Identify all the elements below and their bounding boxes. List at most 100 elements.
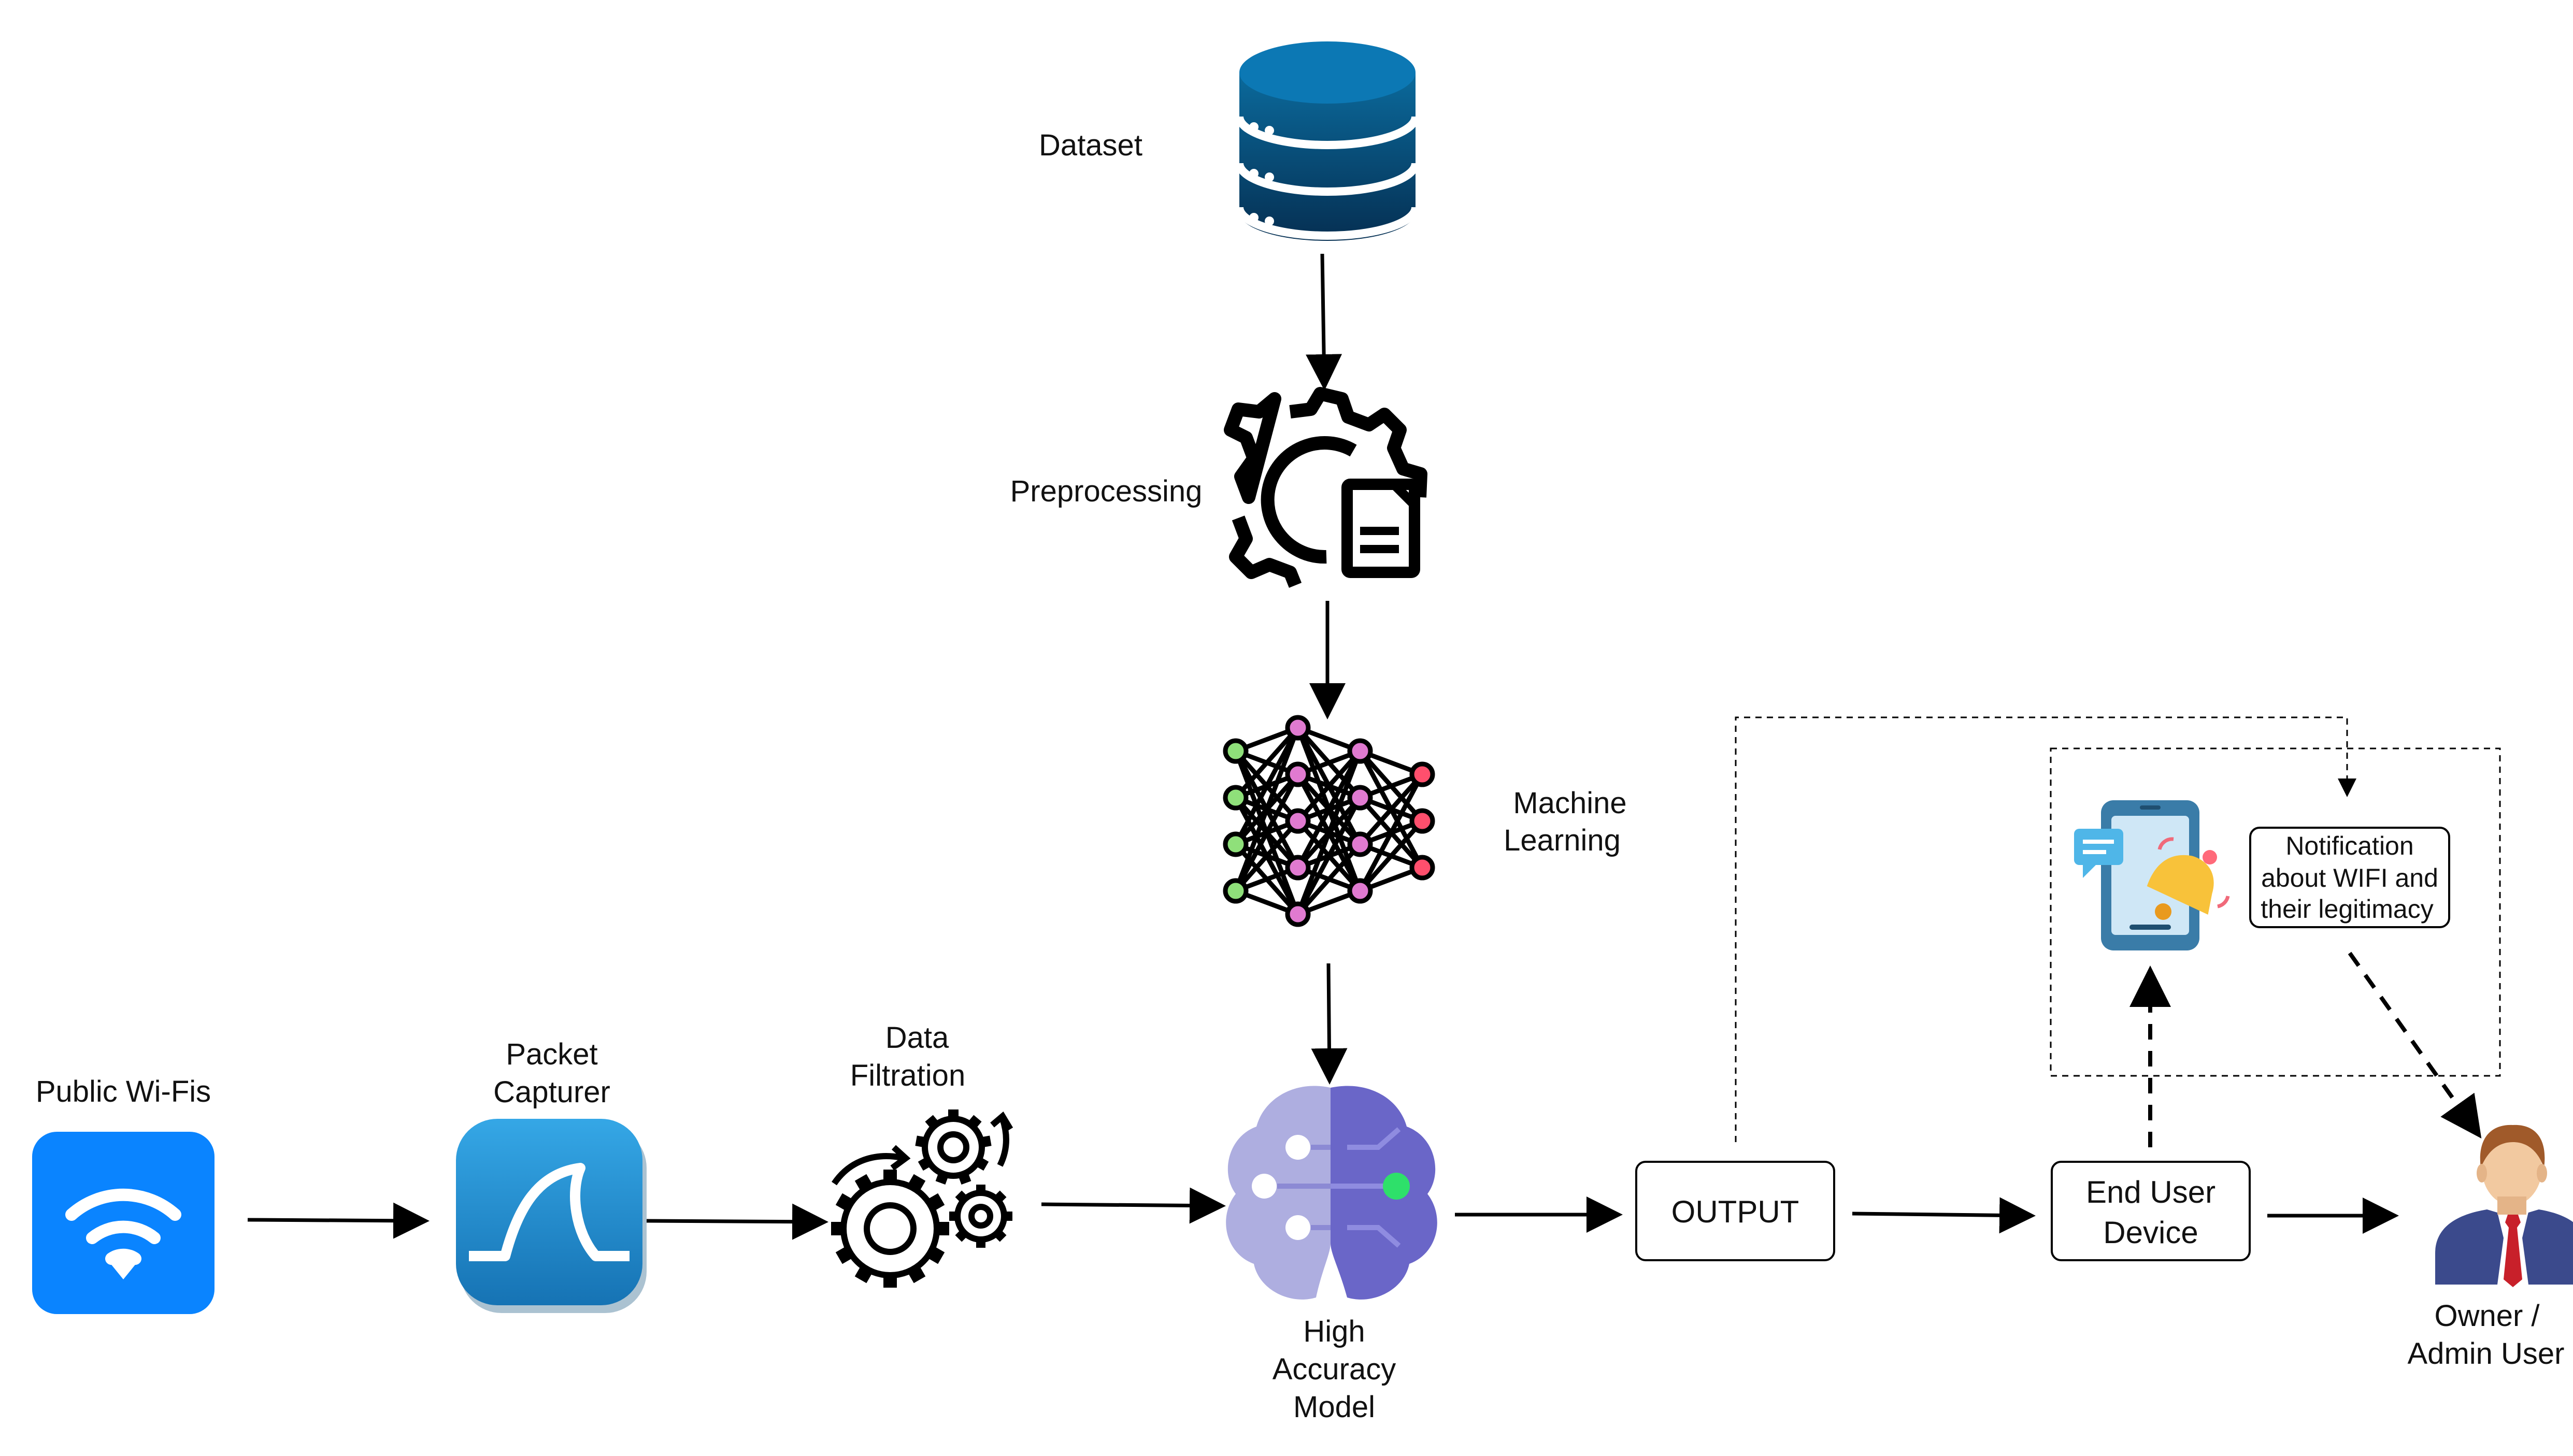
nn-node	[1223, 738, 1249, 764]
nn-node	[1409, 808, 1435, 834]
packet-capturer-node: Packet Capturer	[456, 1037, 647, 1313]
ml-label-line1: Machine	[1513, 786, 1626, 820]
output-label: OUTPUT	[1671, 1194, 1799, 1229]
nn-node	[1347, 831, 1373, 857]
gear-tooth	[925, 1115, 940, 1131]
nn-node	[1285, 715, 1311, 741]
nn-edge	[1358, 773, 1424, 892]
packet-capturer-label-line2: Capturer	[493, 1075, 610, 1109]
model-label-line2: Accuracy	[1273, 1352, 1396, 1386]
gear-tooth	[955, 1228, 969, 1242]
ml-label-line2: Learning	[1504, 824, 1621, 857]
nn-node	[1223, 831, 1249, 857]
end-user-device-node: End User Device	[2051, 1161, 2251, 1261]
gear-tooth	[915, 1135, 928, 1148]
nn-node	[1285, 855, 1311, 881]
nn-edge	[1358, 773, 1424, 846]
end-user-label-line1: End User	[2086, 1175, 2215, 1209]
gear-tooth	[831, 1222, 846, 1235]
database-icon	[1235, 41, 1420, 241]
machine-learning-node: Machine Learning	[1223, 715, 1627, 927]
gear-tooth	[854, 1263, 874, 1284]
nn-edge	[1234, 726, 1300, 799]
connectors	[247, 253, 2399, 1240]
dataset-label: Dataset	[1039, 128, 1142, 162]
nn-node	[1409, 855, 1435, 881]
arrow-output-to-enduser	[1852, 1197, 2036, 1234]
nn-edge	[1295, 750, 1363, 915]
arrow-ml-to-model	[1311, 963, 1348, 1085]
neural-network-icon	[1223, 715, 1435, 927]
gear-tooth	[906, 1263, 926, 1284]
notification-panel: Notification about WIFI and their legiti…	[2074, 800, 2450, 950]
notification-line1: Notification	[2285, 831, 2413, 860]
data-filtration-node: Data Filtration	[831, 1021, 1013, 1288]
packet-capturer-label-line1: Packet	[506, 1037, 597, 1071]
gear-tooth	[992, 1228, 1007, 1242]
gear-tooth	[992, 1190, 1007, 1205]
nn-node	[1409, 761, 1435, 787]
nn-node	[1347, 738, 1373, 764]
owner-admin-node: Owner / Admin User	[2408, 1125, 2573, 1371]
gear-tooth	[978, 1135, 992, 1148]
gear-tooth	[976, 1237, 985, 1248]
nn-node	[1347, 878, 1373, 904]
nn-edge	[1234, 726, 1300, 846]
wireshark-fin-icon	[469, 1163, 630, 1261]
output-box	[1635, 1161, 1835, 1261]
nn-edge	[1358, 819, 1424, 892]
gear-tooth	[835, 1245, 855, 1264]
gear-tooth	[906, 1174, 926, 1194]
gear-tooth	[1002, 1212, 1012, 1221]
gear-tooth	[966, 1115, 982, 1131]
arrow-filtration-to-model	[1041, 1187, 1226, 1224]
gear-document-icon	[1224, 387, 1427, 588]
gear-tooth	[883, 1273, 897, 1288]
owner-label-line1: Owner /	[2434, 1299, 2540, 1333]
gear-tooth	[883, 1170, 897, 1184]
dataset-node: Dataset	[1039, 41, 1420, 241]
nn-node	[1223, 785, 1249, 811]
nn-edge	[1296, 843, 1362, 916]
wireshark-tile	[456, 1119, 642, 1305]
gear-tooth	[974, 1156, 989, 1171]
user-avatar-icon	[2435, 1125, 2573, 1287]
output-node: OUTPUT	[1635, 1161, 1835, 1261]
gear-tooth	[918, 1156, 933, 1171]
model-label-line3: Model	[1293, 1390, 1375, 1424]
preprocessing-label: Preprocessing	[1010, 474, 1203, 508]
gear-tooth	[957, 1170, 971, 1185]
gear-tooth	[935, 1222, 949, 1235]
public-wifi-label: Public Wi-Fis	[36, 1075, 211, 1108]
nn-node	[1285, 761, 1311, 787]
gear-tooth	[854, 1174, 874, 1194]
notification-bubble	[2249, 827, 2450, 928]
dashed-output-to-notification	[1735, 716, 2356, 1142]
arrow-dataset-to-preprocessing	[1306, 253, 1342, 391]
gear-tooth	[948, 1109, 959, 1121]
gear-tooth	[835, 1193, 855, 1213]
preprocessing-node: Preprocessing	[1010, 387, 1427, 588]
dashed-connectors	[1735, 716, 2501, 1147]
gear-teeth	[831, 1109, 1012, 1288]
nn-edge	[1233, 727, 1300, 892]
notification-line3: their legitimacy	[2261, 895, 2433, 924]
end-user-box	[2051, 1161, 2251, 1261]
gear-tooth	[949, 1212, 960, 1221]
gear-tooth	[976, 1185, 985, 1195]
arrow-wifi-to-capturer	[247, 1202, 430, 1239]
public-wifi-node: Public Wi-Fis	[32, 1075, 215, 1314]
gear-tooth	[955, 1190, 969, 1205]
dashed-notification-to-owner	[2348, 952, 2482, 1139]
nn-node	[1347, 785, 1373, 811]
nn-edge	[1234, 773, 1300, 892]
wifi-icon	[65, 1188, 181, 1265]
brain-icon	[1226, 1086, 1437, 1300]
nn-edge	[1296, 749, 1362, 869]
gear-tooth	[925, 1245, 945, 1264]
gear-tooth	[925, 1193, 945, 1213]
nn-edge	[1234, 819, 1300, 892]
end-user-label-line2: Device	[2103, 1215, 2198, 1250]
owner-label-line2: Admin User	[2408, 1337, 2565, 1371]
